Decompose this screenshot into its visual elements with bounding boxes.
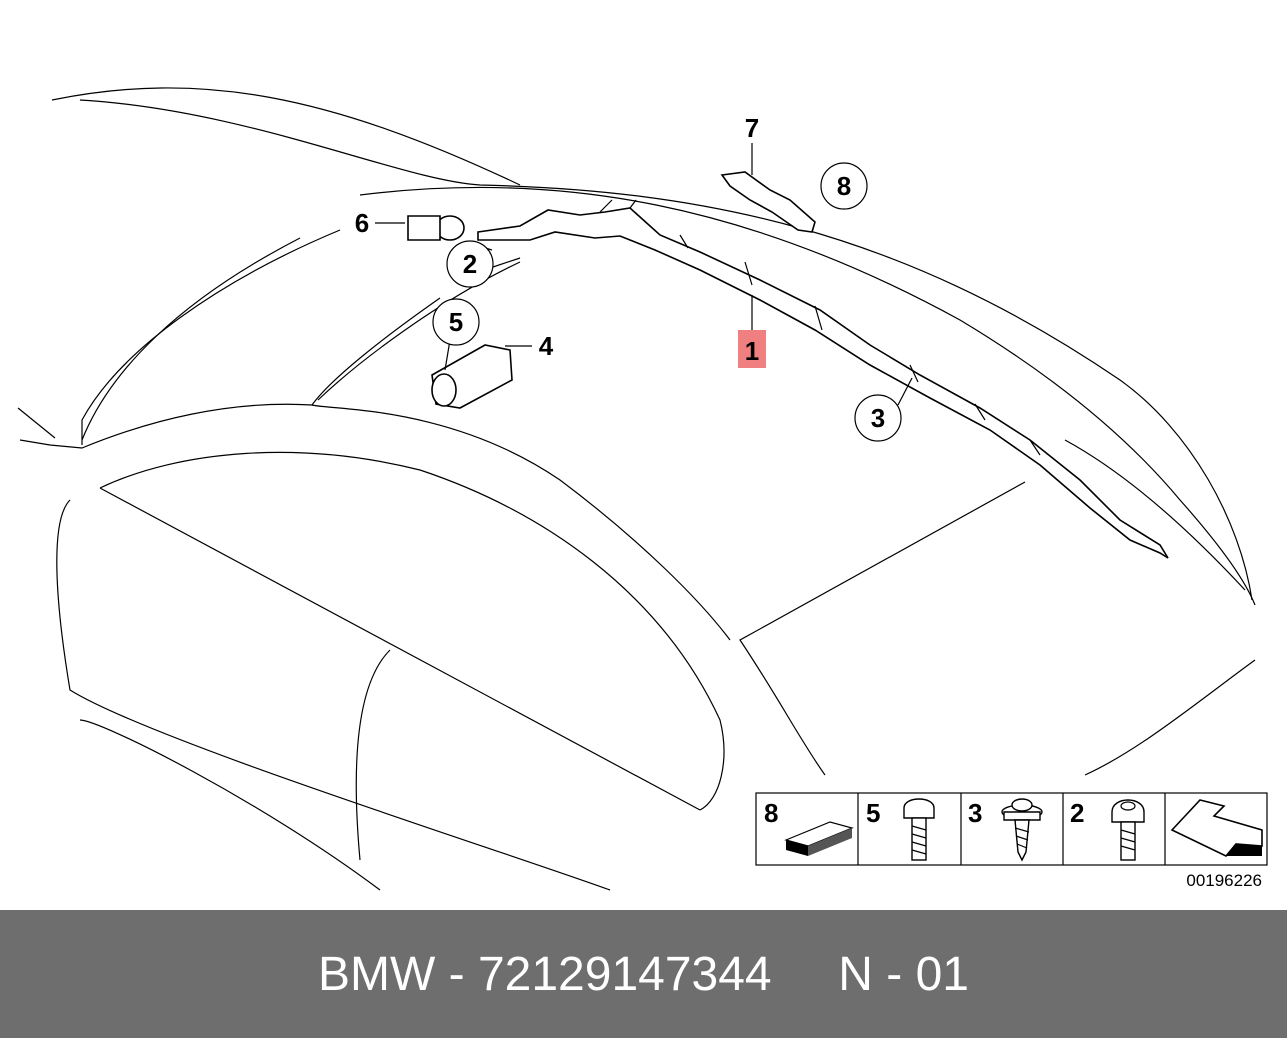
bolt-icon xyxy=(903,798,935,861)
legend-label-3: 3 xyxy=(968,798,982,828)
torx-screw-icon xyxy=(1111,799,1145,861)
legend-label-2: 2 xyxy=(1070,798,1084,828)
clip-part-6 xyxy=(407,215,465,241)
highlight-box-1 xyxy=(738,330,766,368)
car-outline xyxy=(17,87,1256,891)
bracket-part-7 xyxy=(720,171,816,233)
callout-2: 2 xyxy=(463,249,477,279)
legend-label-8: 8 xyxy=(764,798,778,828)
part-number-label: BMW - 72129147344 N - 01 xyxy=(318,947,969,1001)
curtain-airbag xyxy=(477,199,1169,559)
parts-diagram: 1 2 3 4 5 6 7 8 8 5 3 2 xyxy=(17,87,1268,891)
fastener-legend: 8 5 3 2 xyxy=(755,792,1268,866)
callout-3: 3 xyxy=(871,403,885,433)
callout-5: 5 xyxy=(449,307,463,337)
callout-circle-2 xyxy=(446,240,494,288)
callout-circle-5 xyxy=(432,298,480,346)
location-arrow-icon xyxy=(1170,799,1263,857)
callout-8: 8 xyxy=(837,171,851,201)
adhesive-pad-icon xyxy=(784,821,854,856)
callout-circle-8 xyxy=(820,162,868,210)
callout-circle-3 xyxy=(854,394,902,442)
leader-lines xyxy=(375,143,913,406)
callout-4: 4 xyxy=(539,331,554,361)
footer-bar: BMW - 72129147344 N - 01 xyxy=(0,910,1287,1038)
legend-label-5: 5 xyxy=(866,798,880,828)
callout-7: 7 xyxy=(745,113,759,143)
callout-6: 6 xyxy=(355,208,369,238)
callout-1: 1 xyxy=(745,336,759,366)
screw-icon xyxy=(1001,798,1043,862)
gas-generator-part-4 xyxy=(431,344,513,409)
document-number: 00196226 xyxy=(1186,871,1262,890)
